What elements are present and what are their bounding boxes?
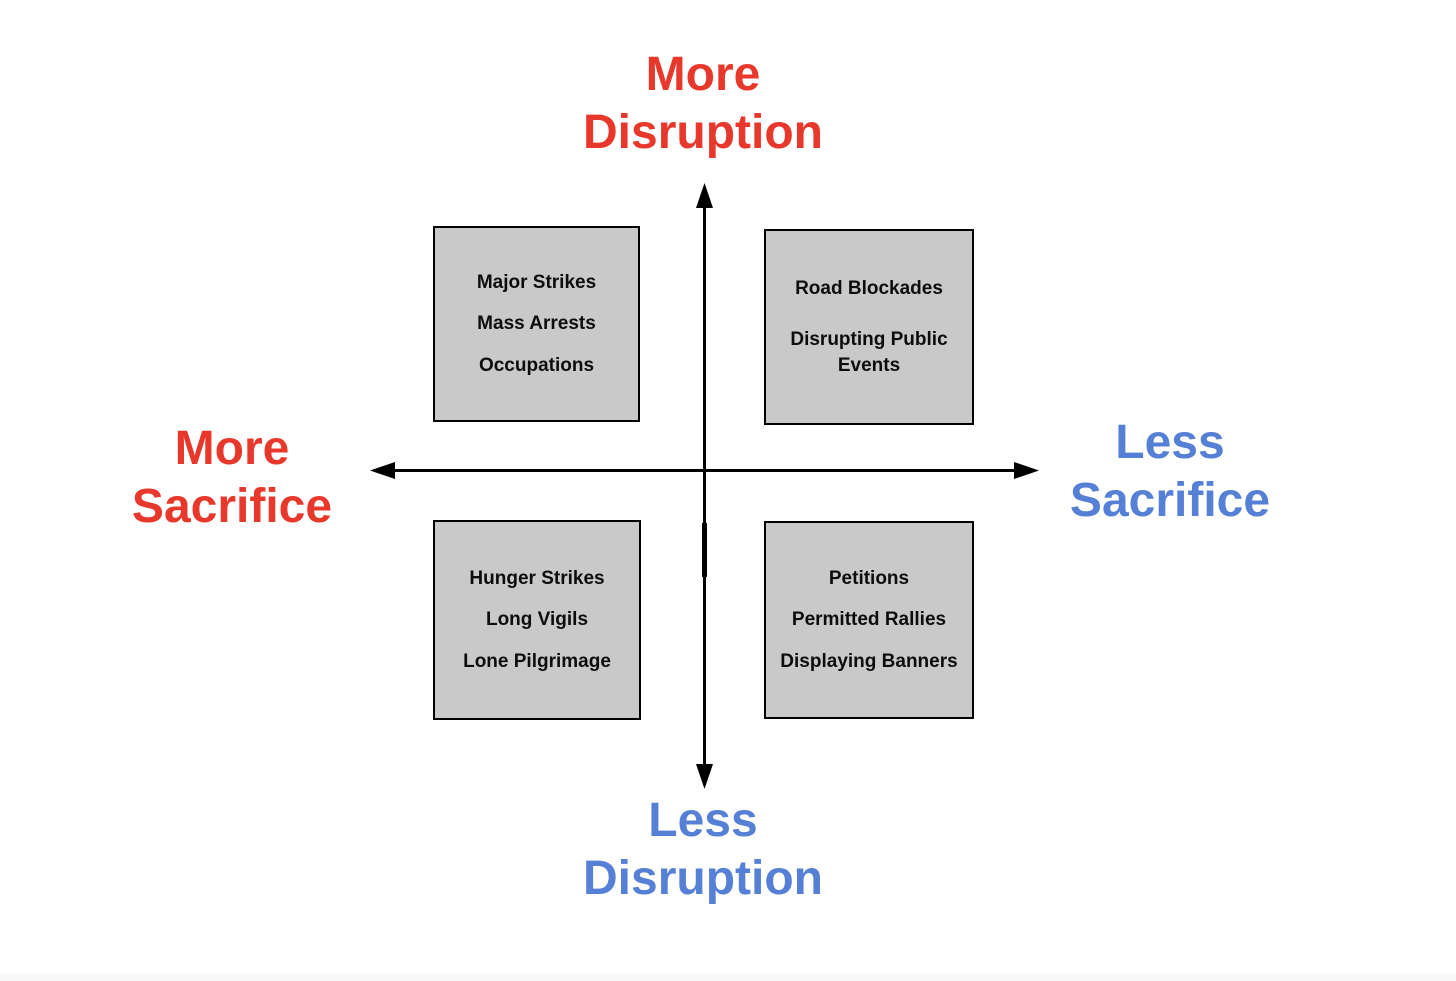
quadrant-item: Displaying Banners xyxy=(780,650,958,672)
axis-label-line: Less xyxy=(1115,416,1225,469)
quadrant-item: Permitted Rallies xyxy=(791,609,947,631)
quadrant-item: Lone Pilgrimage xyxy=(463,650,611,672)
axis-label-line: More xyxy=(174,422,290,475)
arrow-right-icon xyxy=(1014,462,1039,479)
axis-label-line: Less xyxy=(648,794,758,847)
quadrant-box-bottom-right: Petitions Permitted Rallies Displaying B… xyxy=(764,521,974,719)
quadrant-item: Long Vigils xyxy=(485,609,589,631)
axis-label-more-disruption: More Disruption xyxy=(583,46,823,161)
axis-label-line: Sacrifice xyxy=(1069,473,1271,527)
axis-label-less-sacrifice: Less Sacrifice xyxy=(1070,414,1270,529)
arrow-left-icon xyxy=(370,462,395,479)
quadrant-item: Petitions xyxy=(828,567,910,589)
quadrant-box-bottom-left: Hunger Strikes Long Vigils Lone Pilgrima… xyxy=(433,520,641,720)
quadrant-item: Mass Arrests xyxy=(477,313,596,335)
quadrant-item: Occupations xyxy=(478,354,595,376)
axis-label-line: More xyxy=(645,48,761,101)
quadrant-item: Disrupting Public Events xyxy=(790,329,948,376)
axis-label-less-disruption: Less Disruption xyxy=(583,792,823,907)
arrow-up-icon xyxy=(696,183,713,208)
axis-label-line: Disruption xyxy=(583,851,823,905)
quadrant-item: Road Blockades xyxy=(795,277,943,299)
quadrant-box-top-left: Major Strikes Mass Arrests Occupations xyxy=(433,226,640,422)
axis-label-more-sacrifice: More Sacrifice xyxy=(132,420,332,535)
axis-label-line: Disruption xyxy=(583,105,823,159)
quadrant-item: Hunger Strikes xyxy=(469,567,605,589)
arrow-down-icon xyxy=(696,764,713,789)
footer-strip xyxy=(0,973,1456,981)
axis-label-line: Sacrifice xyxy=(131,479,333,533)
quadrant-box-top-right: Road Blockades Disrupting Public Events xyxy=(764,229,974,425)
quadrant-item: Major Strikes xyxy=(476,271,597,293)
